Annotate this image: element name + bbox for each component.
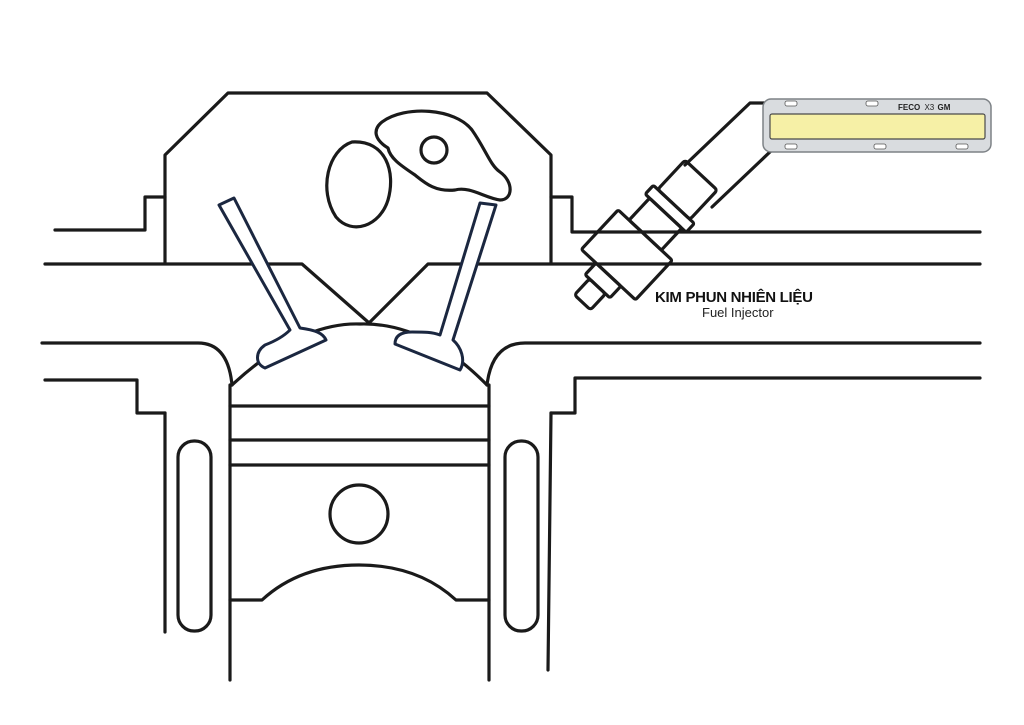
coolant-passage-right: [503, 439, 540, 633]
injector-title-label: KIM PHUN NHIÊN LIỆU: [655, 288, 813, 306]
exhaust-valve: [393, 201, 498, 372]
injector-subtitle-label: Fuel Injector: [702, 305, 774, 320]
cam-lobe-exhaust: [374, 109, 512, 202]
injector-feed-pipe: [683, 101, 772, 167]
brand-gm: GM: [938, 103, 951, 112]
exhaust-port: [368, 195, 982, 415]
cylinder-head-outline: [163, 91, 553, 264]
cam-lobe-intake: [325, 140, 393, 229]
camshaft: [325, 109, 512, 229]
cylinder-walls: [163, 383, 553, 682]
piston: [228, 404, 491, 602]
connecting-rod-arch: [228, 563, 491, 602]
intake-port: [40, 195, 370, 415]
device-brand-label: FECO X3 GM: [898, 103, 951, 112]
feco-device: FECO X3 GM: [762, 98, 992, 153]
brand-x3: X3: [924, 103, 934, 112]
brand-feco: FECO: [898, 103, 920, 112]
coolant-passage-left: [176, 439, 213, 633]
intake-valve: [217, 196, 328, 370]
piston-pin: [328, 483, 390, 545]
device-light-strip: [769, 113, 986, 140]
cam-shaft-hole: [419, 135, 449, 165]
